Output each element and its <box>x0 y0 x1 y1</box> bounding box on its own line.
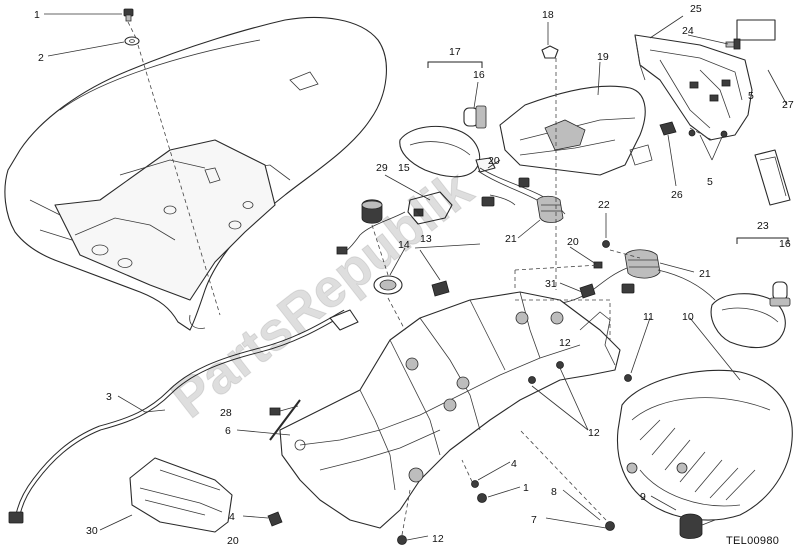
callout-23: 23 <box>757 220 769 232</box>
callout-1b: 1 <box>523 482 529 494</box>
grommet-14 <box>373 275 403 295</box>
clip-26 <box>659 121 677 136</box>
screws-5-top <box>688 129 728 138</box>
wiring-harness-3 <box>8 309 359 524</box>
reference-code: TEL00980 <box>726 535 779 547</box>
group-bracket-23 <box>736 237 789 244</box>
callout-3: 3 <box>106 391 112 403</box>
callout-22: 22 <box>598 199 610 211</box>
callout-24: 24 <box>682 25 694 37</box>
turn-indicator-right <box>710 293 786 349</box>
callout-13: 13 <box>420 233 432 245</box>
callout-27: 27 <box>782 99 794 111</box>
callout-26: 26 <box>671 189 683 201</box>
screw-1-top <box>123 8 134 22</box>
license-plate-holder <box>634 34 753 141</box>
grommet-29 <box>361 199 383 224</box>
callout-6: 6 <box>225 425 231 437</box>
wiring-left-indicator <box>477 167 566 223</box>
small-fasteners <box>267 240 632 545</box>
callout-4b: 4 <box>229 511 235 523</box>
callout-5b: 5 <box>748 90 754 102</box>
callout-29: 29 <box>376 162 388 174</box>
callout-19: 19 <box>597 51 609 63</box>
callout-25: 25 <box>690 3 702 15</box>
group-bracket-17 <box>427 61 483 68</box>
callout-4: 4 <box>511 458 517 470</box>
callout-14: 14 <box>398 239 410 251</box>
bracket-30 <box>129 457 233 533</box>
callout-9: 9 <box>640 491 646 503</box>
connector-15 <box>336 191 453 255</box>
washer-2-top <box>124 36 140 46</box>
bulb-16-right <box>769 281 791 307</box>
callout-30: 30 <box>86 525 98 537</box>
callout-16b: 16 <box>779 238 791 250</box>
leader-lines <box>44 13 788 541</box>
callout-10: 10 <box>682 311 694 323</box>
connector-9 <box>679 513 716 539</box>
callout-2: 2 <box>38 52 44 64</box>
callout-1: 1 <box>34 9 40 21</box>
callout-31: 31 <box>545 278 557 290</box>
tail-light-10 <box>616 369 793 521</box>
bulb-16-left <box>463 105 487 129</box>
callout-15: 15 <box>398 162 410 174</box>
callout-8: 8 <box>551 486 557 498</box>
callout-18: 18 <box>542 9 554 21</box>
callout-21: 21 <box>505 233 517 245</box>
callout-20c: 20 <box>227 535 239 547</box>
reflector-plate-27 <box>736 19 791 206</box>
callout-20b: 20 <box>567 236 579 248</box>
tail-seat-cover <box>4 16 387 331</box>
callout-12: 12 <box>588 427 600 439</box>
callout-labels: 1 2 3 4 5 6 7 8 9 10 11 12 13 14 15 16 1… <box>34 3 794 547</box>
rear-fender-6 <box>279 291 621 529</box>
license-light-housing <box>499 85 653 176</box>
callout-5: 5 <box>707 176 713 188</box>
callout-11: 11 <box>643 311 654 323</box>
callout-21b: 21 <box>699 268 711 280</box>
callout-7: 7 <box>531 514 537 526</box>
callout-12b: 12 <box>432 533 444 545</box>
bolt-24 <box>725 38 741 50</box>
callout-17: 17 <box>449 46 461 58</box>
callout-12c: 12 <box>559 337 571 349</box>
assembly-lines <box>127 21 713 536</box>
callout-20: 20 <box>488 155 500 167</box>
callout-16: 16 <box>473 69 485 81</box>
turn-indicator-left <box>399 125 496 178</box>
rubber-plug-18 <box>541 45 559 59</box>
callout-28: 28 <box>220 407 232 419</box>
